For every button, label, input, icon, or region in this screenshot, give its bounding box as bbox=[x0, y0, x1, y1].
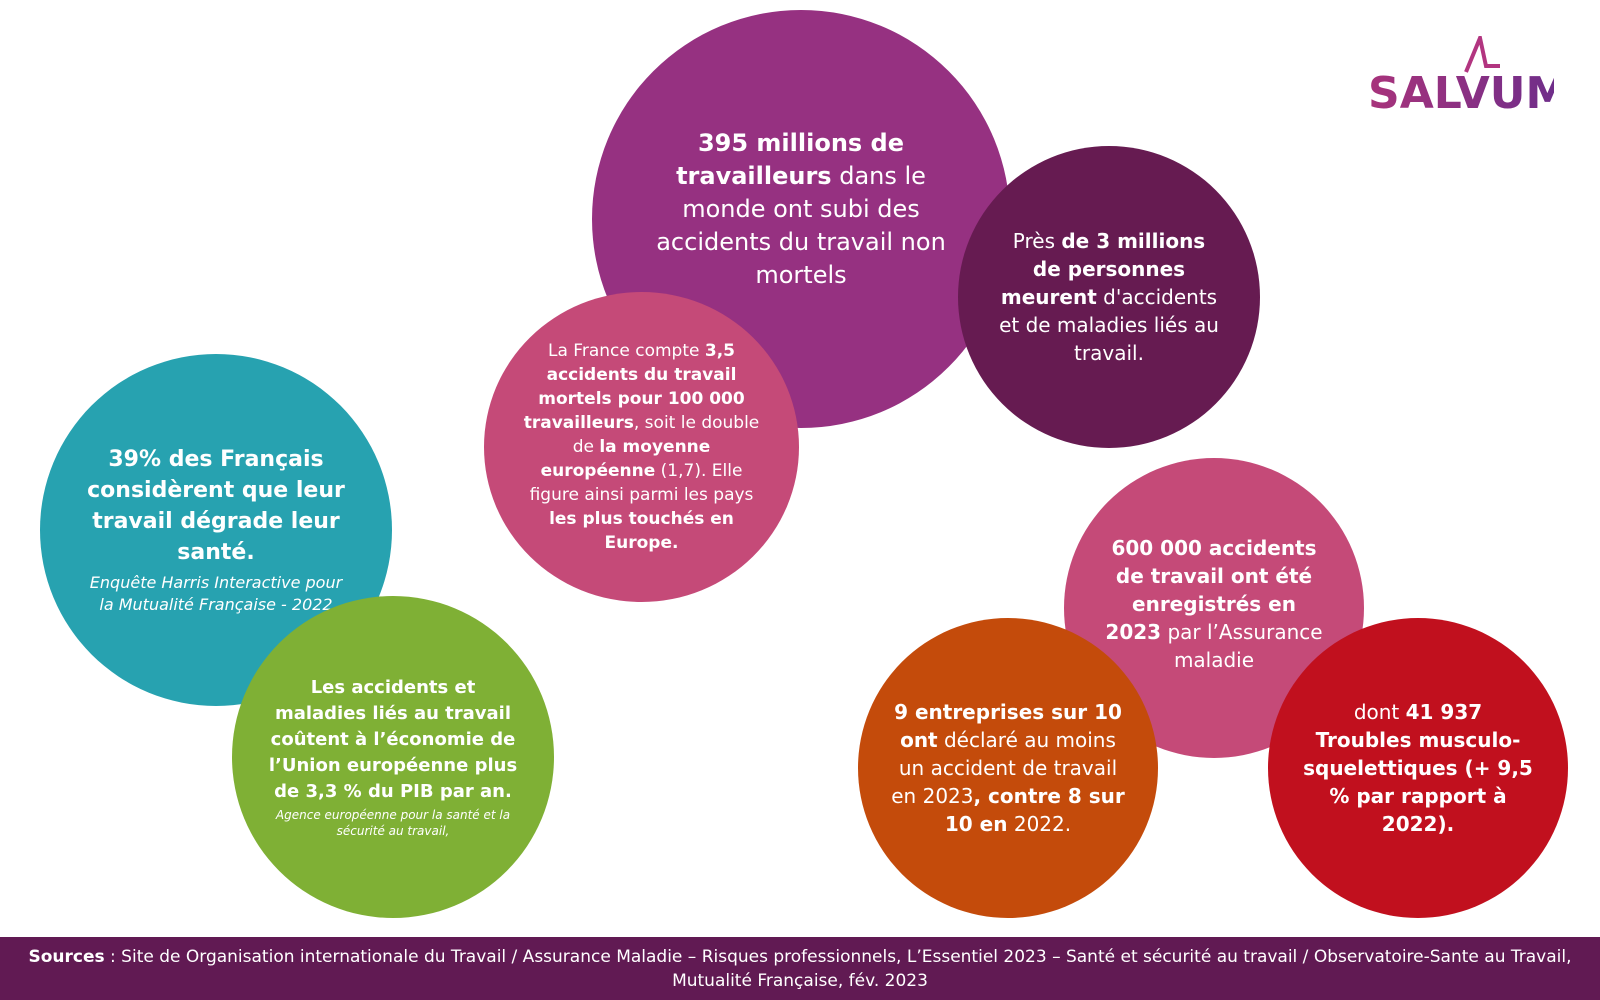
stat-9-text: 9 entreprises sur 10 ont déclaré au moin… bbox=[888, 698, 1128, 838]
stat-41937-pre: dont bbox=[1353, 700, 1406, 724]
stat-3m-text: Près de 3 millions de personnes meurent … bbox=[999, 227, 1219, 367]
stat-9-highlight-2: , contre 8 sur 10 en bbox=[944, 784, 1125, 836]
stat-bubble-3-millions: Près de 3 millions de personnes meurent … bbox=[958, 146, 1260, 448]
stat-395-rest: dans le monde ont subi des accidents du … bbox=[656, 161, 946, 289]
stat-eu-source: Agence européenne pour la santé et la sé… bbox=[275, 808, 511, 838]
sources-list: : Site de Organisation internationale du… bbox=[104, 946, 1572, 991]
stat-39-title: 39% des Français considèrent que leur tr… bbox=[87, 447, 345, 565]
sources-footer: Sources : Site de Organisation internati… bbox=[0, 937, 1600, 1000]
france-part-2: , soit le double de bbox=[572, 413, 760, 457]
stat-france-text: La France compte 3,5 accidents du travai… bbox=[517, 339, 767, 555]
stat-9-part-2: 2022. bbox=[1007, 812, 1072, 836]
stat-39-source: Enquête Harris Interactive pour la Mutua… bbox=[89, 573, 343, 614]
stat-3m-rest: d'accidents et de maladies liés au trava… bbox=[999, 285, 1219, 365]
sources-text: Sources : Site de Organisation internati… bbox=[20, 945, 1580, 993]
stat-eu-title: Les accidents et maladies liés au travai… bbox=[268, 677, 518, 802]
stat-600000-text: 600 000 accidents de travail ont été enr… bbox=[1104, 534, 1324, 674]
france-highlight-3: les plus touchés en Europe. bbox=[549, 509, 734, 553]
sources-label: Sources bbox=[28, 946, 105, 967]
france-part-1: La France compte bbox=[548, 341, 705, 361]
stat-3m-pre: Près bbox=[1012, 229, 1062, 253]
stat-600000-highlight: 600 000 accidents de travail ont été enr… bbox=[1105, 536, 1317, 644]
logo-text: SALVUM bbox=[1368, 68, 1554, 119]
stat-600000-rest: par l’Assurance maladie bbox=[1161, 620, 1323, 672]
stat-bubble-41937-tms: dont 41 937 Troubles musculo-squelettiqu… bbox=[1268, 618, 1568, 918]
france-highlight-2: la moyenne européenne bbox=[540, 437, 711, 481]
stat-41937-highlight: 41 937 Troubles musculo-squelettiques (+… bbox=[1303, 700, 1533, 836]
france-highlight-1: 3,5 accidents du travail mortels pour 10… bbox=[523, 341, 745, 433]
stat-9-part-1: déclaré au moins un accident de travail … bbox=[891, 728, 1118, 808]
salvum-logo: SALVUM bbox=[1366, 31, 1569, 126]
stat-41937-text: dont 41 937 Troubles musculo-squelettiqu… bbox=[1303, 698, 1533, 838]
stat-395-text: 395 millions de travailleurs dans le mon… bbox=[631, 127, 971, 292]
stat-9-highlight-1: 9 entreprises sur 10 ont bbox=[894, 700, 1122, 752]
stat-bubble-9-sur-10: 9 entreprises sur 10 ont déclaré au moin… bbox=[858, 618, 1158, 918]
france-part-3: (1,7). Elle figure ainsi parmi les pays bbox=[529, 461, 754, 505]
stat-3m-highlight: de 3 millions de personnes meurent bbox=[1000, 229, 1206, 309]
stat-395-highlight: 395 millions de travailleurs bbox=[676, 128, 905, 190]
stat-bubble-france: La France compte 3,5 accidents du travai… bbox=[484, 292, 799, 602]
heartbeat-icon bbox=[1464, 31, 1500, 73]
stat-bubble-eu-cost: Les accidents et maladies liés au travai… bbox=[232, 596, 554, 918]
